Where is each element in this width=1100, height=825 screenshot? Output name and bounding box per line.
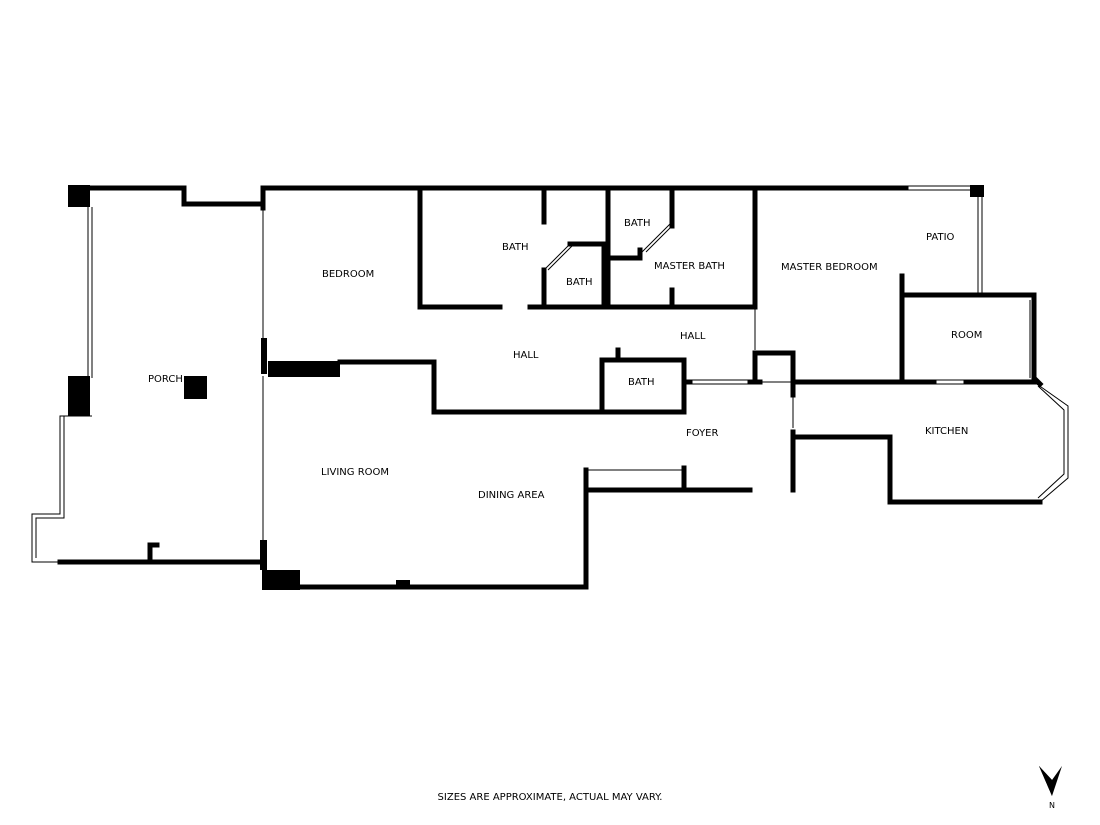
exterior-walls (260, 185, 984, 590)
porch-walls (31, 185, 266, 565)
room-label-bath: BATH (502, 242, 529, 253)
room-label-living-room: LIVING ROOM (321, 467, 389, 478)
room-label-hall-left: HALL (513, 350, 539, 361)
room-label-patio: PATIO (926, 232, 955, 243)
room-label-master-bedroom: MASTER BEDROOM (781, 262, 878, 273)
room-label-bath-small: BATH (566, 277, 593, 288)
disclaimer-text: SIZES ARE APPROXIMATE, ACTUAL MAY VARY. (438, 792, 663, 803)
room-label-foyer: FOYER (686, 428, 719, 439)
interior-walls (337, 185, 1069, 505)
north-arrow-icon: N (1039, 766, 1062, 810)
room-label-room: ROOM (951, 330, 982, 341)
room-label-kitchen: KITCHEN (925, 426, 968, 437)
room-label-master-bath: MASTER BATH (654, 261, 725, 272)
room-label-dining-area: DINING AREA (478, 490, 545, 501)
room-label-bedroom: BEDROOM (322, 269, 374, 280)
room-label-bath-top: BATH (624, 218, 651, 229)
room-label-hall-right: HALL (680, 331, 706, 342)
room-labels: PORCH BEDROOM BATH BATH BATH MASTER BATH… (148, 218, 982, 501)
compass-north-label: N (1049, 801, 1055, 810)
room-label-bath-hall: BATH (628, 377, 655, 388)
room-label-porch: PORCH (148, 374, 183, 385)
